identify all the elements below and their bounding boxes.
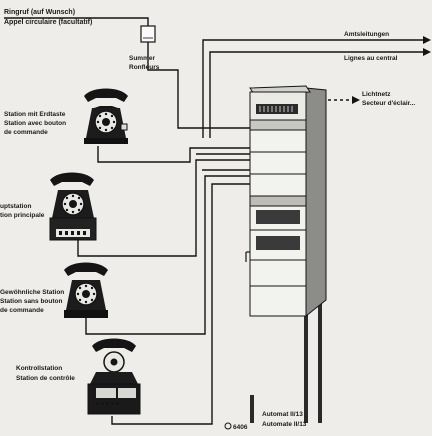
label-haupt-fr: tion principale: [0, 212, 45, 219]
label-reference-number: 6406: [233, 424, 248, 431]
label-summer-de: Summer: [129, 55, 155, 62]
label-erdtaste-fr1: Station avec bouton: [4, 120, 66, 127]
label-amtsleitungen-fr: Lignes au central: [344, 55, 398, 62]
label-erdtaste-fr2: de commande: [4, 129, 48, 136]
buzzer-icon: [140, 25, 156, 43]
arrow-amt-2: [423, 48, 431, 56]
label-amtsleitungen-de: Amtsleitungen: [344, 31, 389, 38]
telephone-icon-ordinary-station: [64, 262, 108, 318]
label-erdtaste-de: Station mit Erdtaste: [4, 111, 66, 118]
cabinet-leg-right: [304, 310, 308, 423]
label-lichtnetz-de: Lichtnetz: [362, 91, 391, 98]
telephone-icon-control-station: [87, 338, 141, 415]
module-window-2: [256, 236, 300, 250]
label-ringruf-fr: Appel circulaire (facultatif): [4, 19, 92, 26]
wire-station-2a: [77, 159, 250, 257]
wire-amt-2: [209, 51, 425, 138]
label-summer-fr: Ronfleurs: [129, 64, 160, 71]
wire-buzzer-down: [147, 40, 250, 129]
label-kontroll-de: Kontrollstation: [16, 365, 62, 372]
label-automat-de: Automat II/13: [262, 411, 303, 418]
reference-mark-icon: [224, 422, 232, 430]
wires: [4, 17, 431, 425]
label-automat-fr: Automate II/13: [262, 421, 307, 428]
arrow-amt-1: [423, 36, 431, 44]
earth-button: [120, 123, 128, 131]
label-gewoehn-fr2: de commande: [0, 307, 44, 314]
label-ringruf-de: Ringruf (auf Wunsch): [4, 9, 75, 16]
label-gewoehn-fr1: Station sans bouton: [0, 298, 63, 305]
wire-station-3: [85, 175, 250, 335]
cabinet-leg-rear: [318, 290, 322, 423]
telephone-icon-main-station: [49, 172, 97, 241]
relay-panel: [256, 104, 298, 114]
module-window-1: [256, 210, 300, 224]
telephone-icon-station-earth-button: [84, 88, 128, 144]
label-kontroll-fr: Station de contrôle: [16, 375, 75, 382]
wire-control: [111, 183, 250, 425]
label-haupt-de: uptstation: [0, 203, 31, 210]
label-lichtnetz-fr: Secteur d'éclair...: [362, 100, 415, 107]
exchange-cabinet: [245, 85, 327, 423]
wire-station-1a: [97, 146, 250, 163]
arrow-lichtnetz: [352, 96, 360, 104]
wire-ringruf: [4, 17, 149, 26]
cabinet-leg-left: [250, 395, 254, 423]
label-gewoehn-de: Gewöhnliche Station: [0, 289, 64, 296]
wire-amt-1: [202, 39, 425, 138]
labels: Ringruf (auf Wunsch) Appel circulaire (f…: [0, 9, 415, 431]
